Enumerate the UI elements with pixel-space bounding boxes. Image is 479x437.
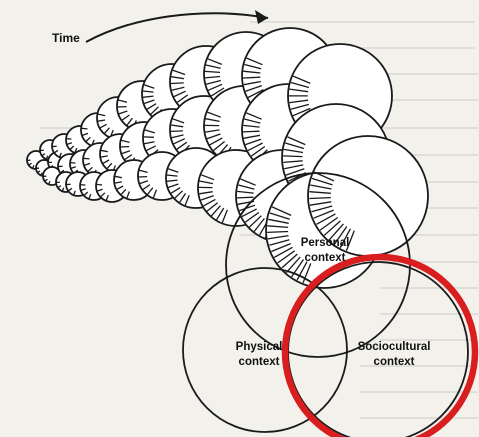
sphere-hatch-line bbox=[96, 184, 102, 185]
sphere-hatch-line bbox=[171, 131, 183, 132]
sphere-hatch-line bbox=[267, 232, 288, 233]
sphere-hatch-line bbox=[171, 83, 184, 84]
sphere-hatch-line bbox=[66, 139, 71, 140]
sphere-hatch-line bbox=[283, 156, 302, 157]
sociocultural-context-label-line1: Sociocultural bbox=[358, 341, 431, 353]
sociocultural-context-label-line2: context bbox=[374, 356, 415, 368]
sphere-hatch-line bbox=[70, 163, 75, 164]
sphere-hatch-line bbox=[81, 128, 87, 129]
personal-context-label-line1: Personal bbox=[301, 237, 350, 249]
time-label: Time bbox=[52, 31, 80, 45]
physical-context-label-line1: Physical bbox=[236, 341, 283, 353]
personal-context-label-line2: context bbox=[305, 252, 346, 264]
sphere-hatch-line bbox=[237, 197, 254, 198]
physical-context-label-line2: context bbox=[239, 356, 280, 368]
sphere-hatch-line bbox=[309, 198, 331, 199]
sphere-hatch-line bbox=[80, 185, 85, 186]
sphere-hatch-line bbox=[83, 158, 89, 159]
sphere-hatch-line bbox=[243, 77, 260, 78]
sphere-hatch-line bbox=[243, 131, 260, 132]
